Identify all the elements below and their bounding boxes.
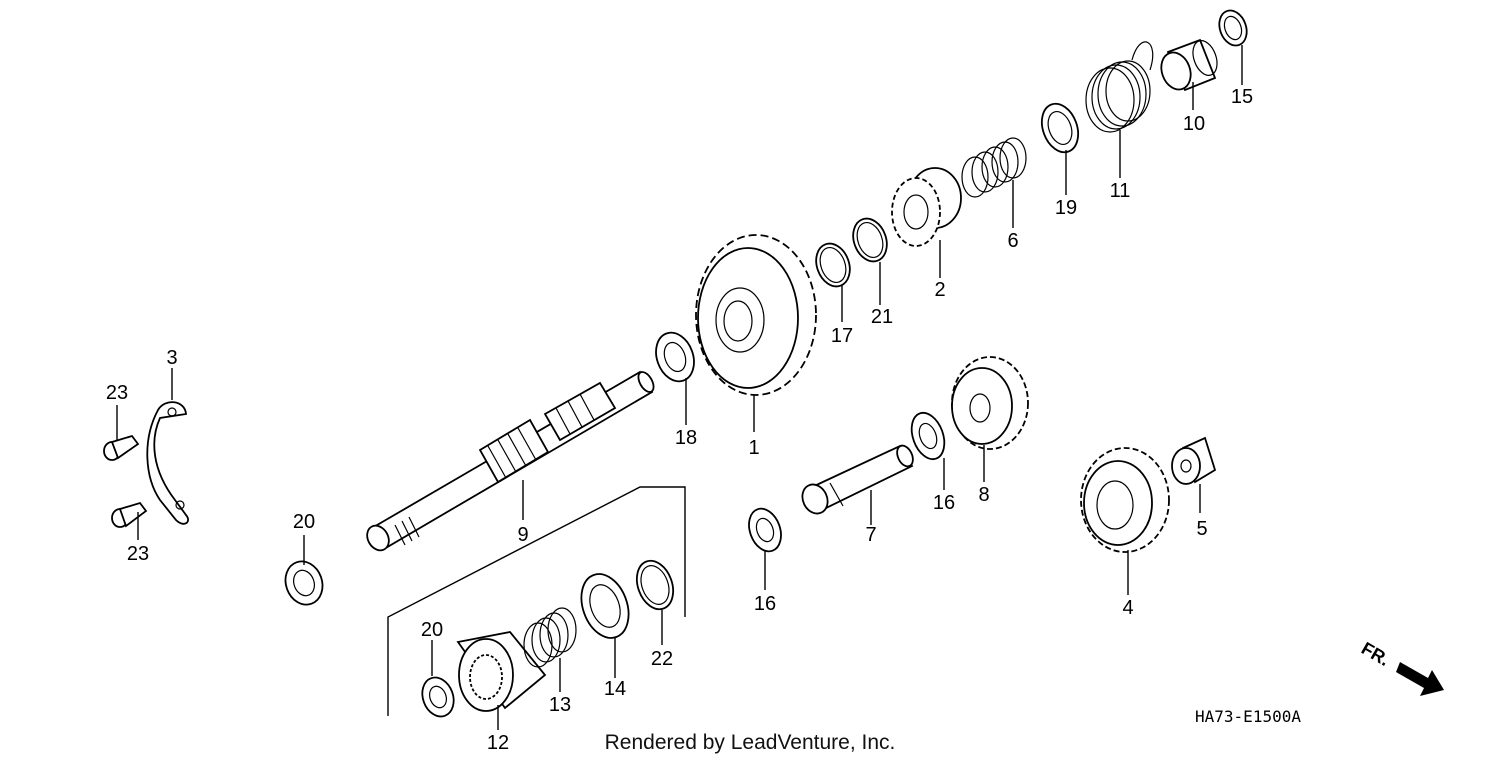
part-14-washer[interactable] bbox=[573, 567, 637, 644]
part-3-bracket[interactable] bbox=[146, 401, 189, 525]
callout-1: 1 bbox=[748, 437, 759, 459]
callout-22: 22 bbox=[651, 648, 673, 670]
part-23-bolt-lower[interactable] bbox=[111, 501, 148, 528]
callout-21: 21 bbox=[871, 306, 893, 328]
part-20-washer-lower[interactable] bbox=[417, 673, 459, 721]
subassembly-frame bbox=[387, 486, 686, 716]
part-17-ring[interactable] bbox=[810, 239, 855, 291]
part-13-spring[interactable] bbox=[523, 607, 577, 668]
part-21-snap-ring[interactable] bbox=[847, 214, 892, 266]
part-1-gear[interactable] bbox=[695, 234, 817, 396]
callout-20-left: 20 bbox=[293, 511, 315, 533]
part-9-shaft[interactable] bbox=[363, 369, 657, 554]
callout-12: 12 bbox=[487, 732, 509, 754]
callout-11: 11 bbox=[1110, 180, 1131, 202]
callout-3: 3 bbox=[166, 347, 177, 369]
part-16-washer-upper[interactable] bbox=[906, 408, 951, 463]
callout-4: 4 bbox=[1122, 597, 1133, 619]
callout-20-lower: 20 bbox=[421, 619, 443, 641]
callout-16-upper: 16 bbox=[933, 492, 955, 514]
callout-15: 15 bbox=[1231, 86, 1253, 108]
callout-7: 7 bbox=[865, 524, 876, 546]
part-2-ratchet[interactable] bbox=[891, 167, 962, 247]
callout-19: 19 bbox=[1055, 197, 1077, 219]
part-7-shaft[interactable] bbox=[798, 443, 916, 518]
part-18-washer[interactable] bbox=[650, 327, 701, 386]
callout-9: 9 bbox=[517, 524, 528, 546]
callout-5: 5 bbox=[1196, 518, 1207, 540]
front-direction-marker: FR. bbox=[1358, 638, 1444, 696]
callout-17: 17 bbox=[831, 325, 853, 347]
front-arrow-icon bbox=[1396, 662, 1444, 696]
part-20-washer[interactable] bbox=[280, 556, 329, 610]
callout-6: 6 bbox=[1007, 230, 1018, 252]
callout-23-lower: 23 bbox=[127, 543, 149, 565]
part-15-washer[interactable] bbox=[1215, 7, 1252, 50]
leader-lines bbox=[116, 45, 1243, 730]
part-23-bolt-upper[interactable] bbox=[103, 434, 140, 461]
part-22-snap-ring[interactable] bbox=[630, 556, 679, 615]
part-6-spring[interactable] bbox=[961, 137, 1027, 198]
callout-23-upper: 23 bbox=[106, 382, 128, 404]
front-label: FR. bbox=[1358, 638, 1393, 670]
callout-10: 10 bbox=[1183, 113, 1205, 135]
diagram-code: HA73-E1500A bbox=[1195, 707, 1301, 726]
part-16-washer-lower[interactable] bbox=[743, 504, 786, 556]
part-19-washer[interactable] bbox=[1035, 99, 1084, 158]
part-8-gear[interactable] bbox=[951, 356, 1029, 450]
callout-2: 2 bbox=[934, 279, 945, 301]
callout-14: 14 bbox=[604, 678, 626, 700]
callout-13: 13 bbox=[549, 694, 571, 716]
part-11-coil-spring[interactable] bbox=[1085, 41, 1154, 133]
callout-16-lower: 16 bbox=[754, 593, 776, 615]
part-10-collar[interactable] bbox=[1156, 37, 1221, 93]
part-4-gear[interactable] bbox=[1080, 447, 1170, 553]
callout-labels: 1 2 3 4 5 6 7 8 9 10 11 12 13 14 15 16 1… bbox=[106, 86, 1253, 754]
credit-text: Rendered by LeadVenture, Inc. bbox=[605, 731, 896, 754]
callout-8: 8 bbox=[978, 484, 989, 506]
callout-18: 18 bbox=[675, 427, 697, 449]
part-12-pinion[interactable] bbox=[456, 631, 547, 712]
part-5-bushing[interactable] bbox=[1171, 436, 1217, 485]
